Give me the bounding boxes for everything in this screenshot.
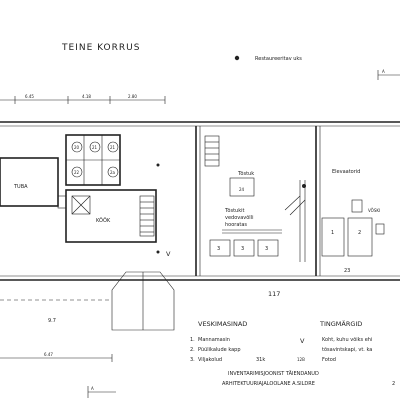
legend-right-sym-1: V — [300, 337, 305, 345]
hoist-room: Tõstuk 24 Tõstukit vedovavõlli hooratas … — [166, 135, 282, 258]
legend-left-num-2: 2. — [190, 347, 195, 353]
legend-right-text-2: tõsavintskapi, vt. ka — [322, 347, 372, 353]
marker-22: 22 — [74, 170, 80, 175]
marker-24: 24 — [239, 187, 245, 192]
grain-bin-3 — [257, 239, 279, 257]
machine-1 — [321, 217, 345, 257]
marker-21a: 21 — [92, 145, 98, 150]
legend-right-title: TINGMÄRGID — [319, 319, 362, 328]
marker-circle-21a — [89, 141, 101, 153]
legend-right-text-1: Koht, kuhu võiks ehi — [322, 337, 372, 343]
section-marker-top-right: A — [377, 69, 400, 80]
label-elevaatorid: Elevaatorid — [332, 169, 360, 175]
door-dot-icon — [156, 163, 160, 167]
lower-annex — [0, 271, 175, 331]
legend-left-extra-3: 31k — [256, 357, 265, 363]
marker-circle-22 — [71, 166, 83, 178]
dimension-line-top: 6.45 4.18 2.80 — [0, 94, 166, 104]
dim-label-bottom: 6.47 — [44, 352, 53, 357]
legend-left-text-3: Viljakolud — [198, 357, 222, 363]
legend-right-sym-3: 12B — [297, 357, 305, 362]
room-tuba: TUBA — [13, 184, 28, 190]
living-quarters: 20 21 21 22 2a TUBA KÖÖK — [0, 134, 160, 254]
machine-2 — [347, 217, 373, 257]
room-kook: KÖÖK — [96, 217, 111, 224]
dim-label-side: 9.7 — [48, 318, 56, 324]
machine-label-1: 1 — [331, 230, 334, 236]
bin-label-1: 3 — [217, 246, 220, 252]
section-label-left: A — [91, 386, 94, 391]
dim-label-1: 6.45 — [25, 94, 34, 99]
plan-title: TEINE KORRUS — [61, 43, 140, 53]
label-tostukit: Tõstukit — [224, 208, 244, 214]
label-vedovavolli: vedovavõlli — [225, 215, 253, 221]
legend-left-text-2: Püülikalude kapp — [198, 347, 241, 353]
elevator-dot-icon — [302, 184, 306, 188]
door-dot-icon — [156, 250, 160, 254]
dim-label-2: 4.18 — [82, 94, 91, 99]
label-hooratas: hooratas — [225, 222, 247, 228]
bin-label-2: 3 — [241, 246, 244, 252]
bin-label-3: 3 — [265, 246, 268, 252]
corner-number: 2 — [392, 381, 395, 387]
section-marker-bottom-left: A — [87, 386, 116, 398]
credit-line-1: INVENTARIMISJOONIST TÄIENDANUD — [228, 370, 319, 377]
marker-v: V — [166, 250, 171, 258]
grain-bin-1 — [209, 239, 231, 257]
legend-left-text-1: Mannamasin — [198, 337, 230, 343]
legend-right-text-3: Fotod — [322, 357, 336, 363]
machine-label-2: 2 — [358, 230, 361, 236]
legend-left-title: VESKIMASINAD — [198, 320, 247, 328]
page-number: 117 — [268, 290, 280, 298]
section-label-right: A — [382, 69, 385, 74]
dimension-line-bottom: 6.47 9.7 — [0, 318, 113, 362]
marker-23: 23 — [344, 268, 350, 274]
building-outline — [0, 121, 400, 281]
legend-left-num-3: 3. — [190, 357, 195, 363]
marker-circle-2a — [107, 166, 119, 178]
restore-note: Restaureeritav uks — [255, 56, 302, 62]
marker-20: 20 — [74, 145, 80, 150]
dim-label-3: 2.80 — [128, 94, 137, 99]
marker-circle-21b — [107, 141, 119, 153]
marker-circle-20 — [71, 141, 83, 153]
credit-line-2: ARHITEKTUURIAJALOOLANE A.SILDRE — [222, 381, 315, 387]
marker-21b: 21 — [110, 145, 116, 150]
room-vaski: VÕSKI — [368, 208, 380, 213]
room-tostuk: Tõstuk — [237, 171, 254, 177]
legend-left-num-1: 1. — [190, 337, 195, 343]
legend-machines: VESKIMASINAD 1. Mannamasin 2. Püülikalud… — [190, 320, 265, 363]
elevator-room: Elevaatorid 1 2 VÕSKI 23 — [284, 169, 385, 274]
legend-symbols: TINGMÄRGID V Koht, kuhu võiks ehi tõsavi… — [297, 319, 372, 363]
restore-dot-icon — [234, 55, 240, 61]
marker-2a: 2a — [110, 170, 116, 175]
grain-bin-2 — [233, 239, 255, 257]
